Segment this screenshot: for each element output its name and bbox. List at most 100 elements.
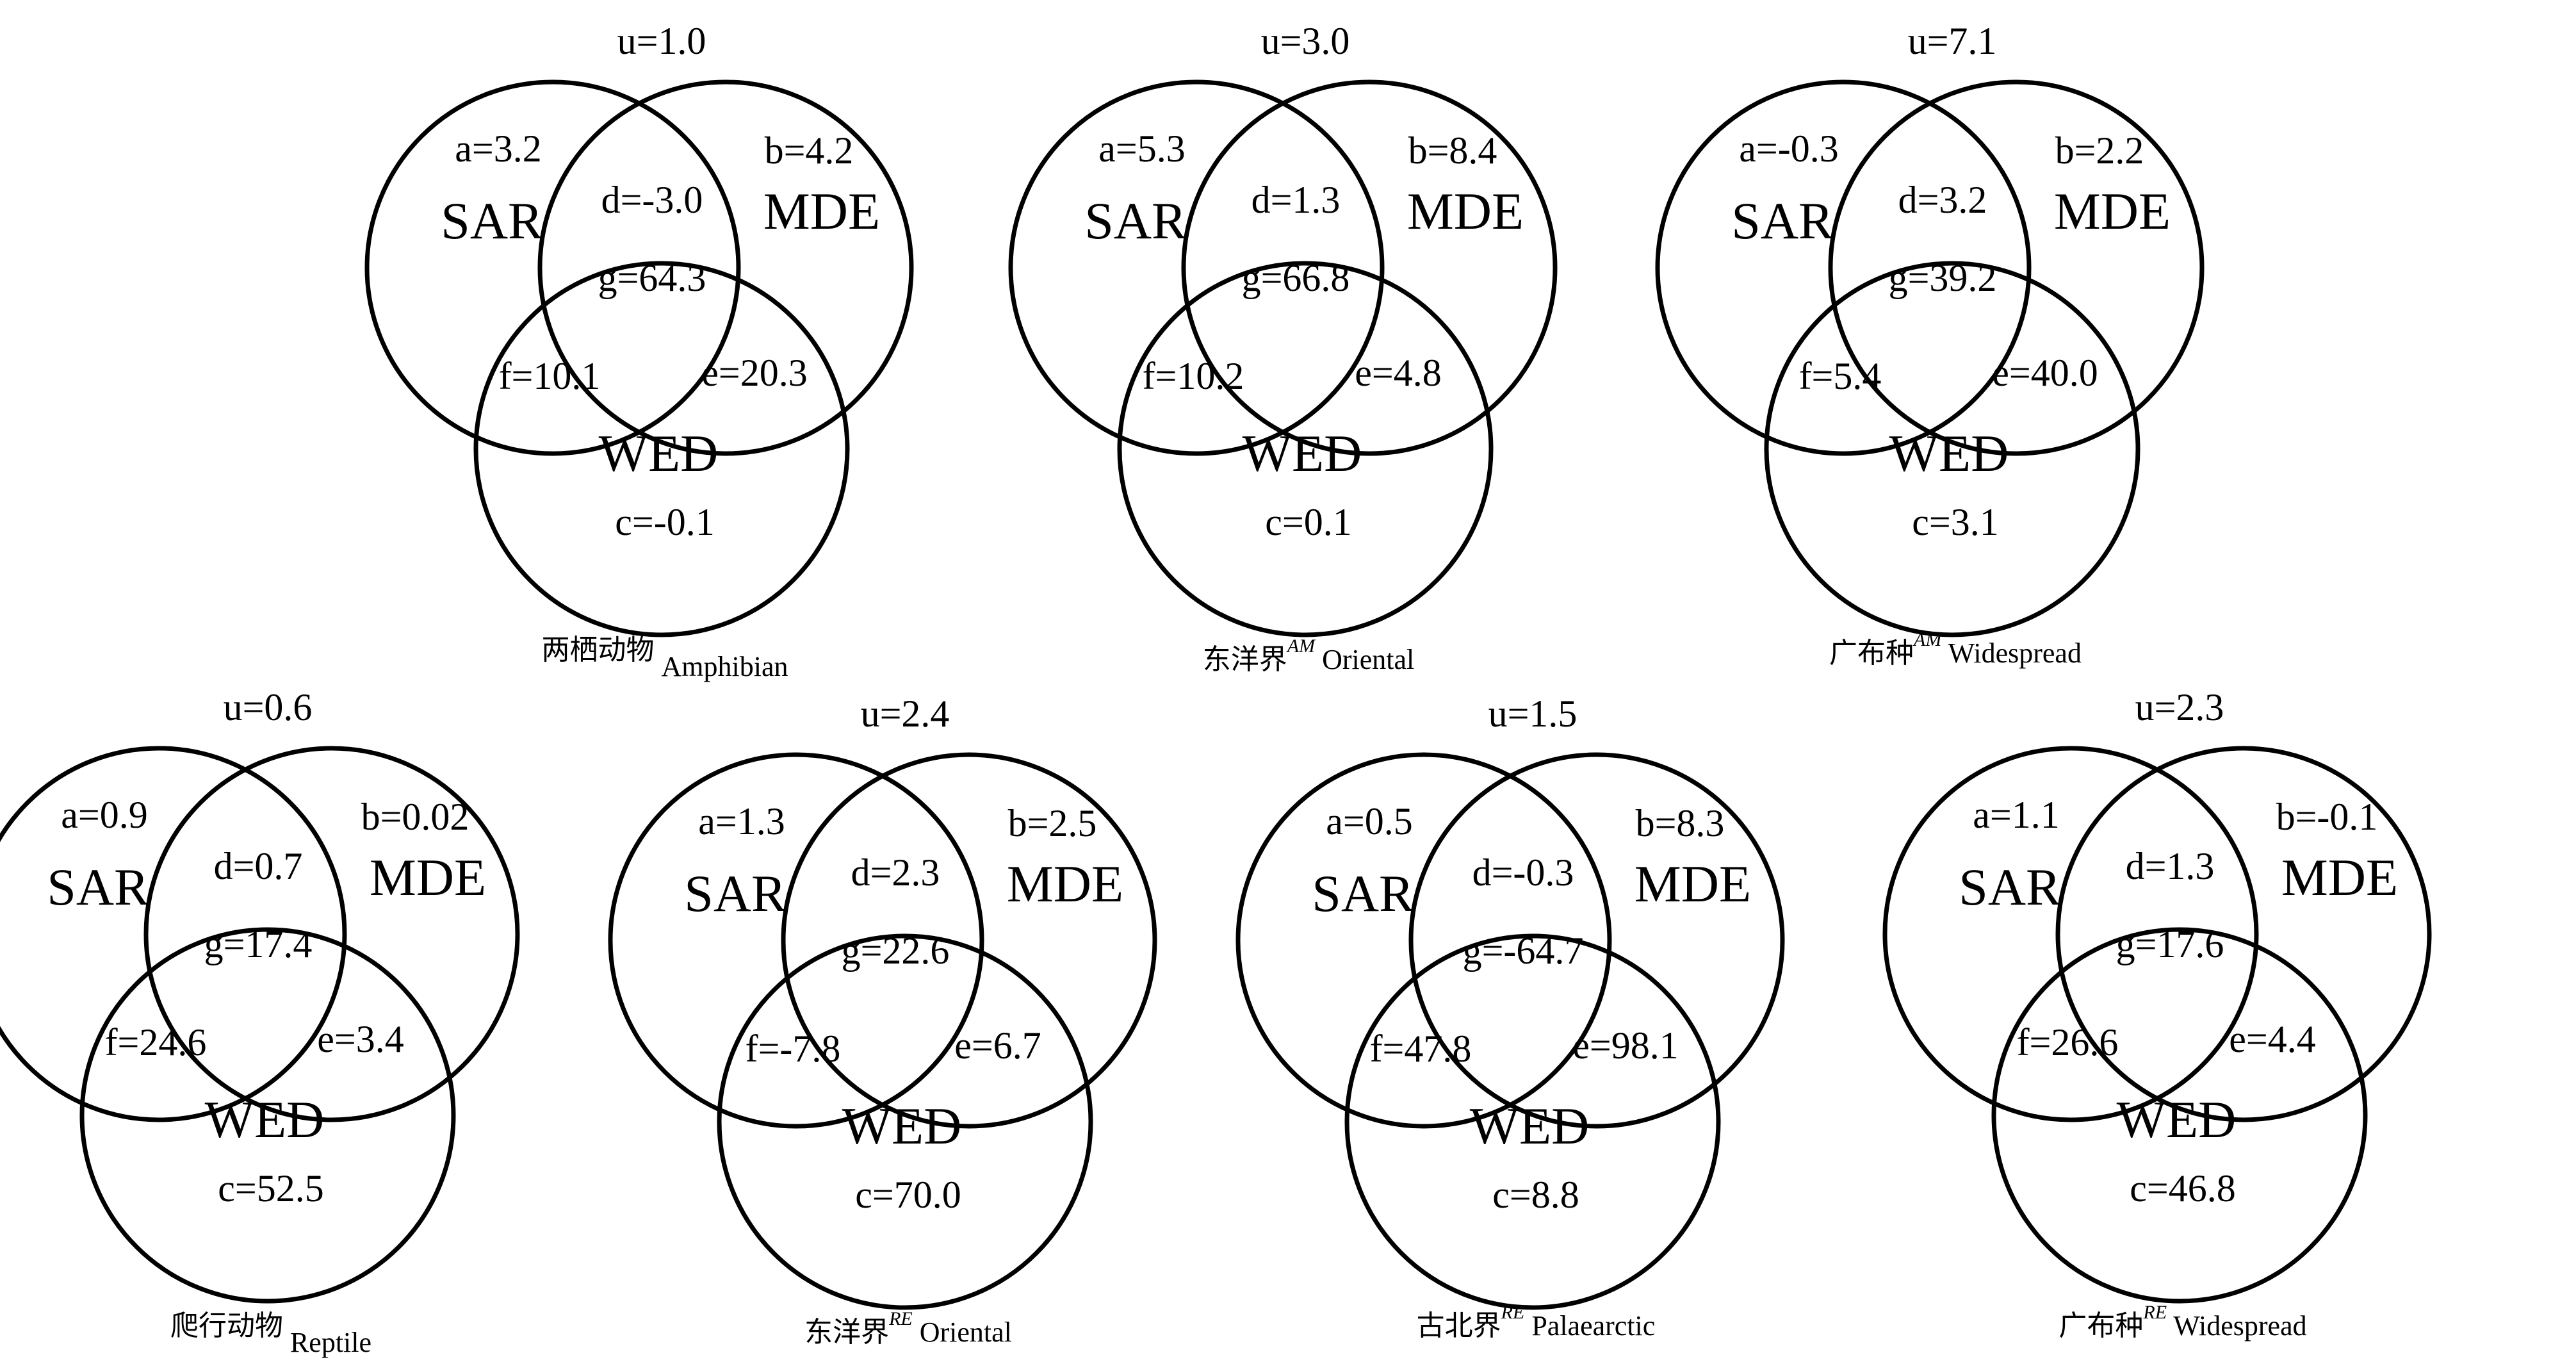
venn-b-label: b=2.2 [2055,129,2144,172]
caption-english: Oriental [920,1317,1012,1348]
venn-mde-label: MDE [763,182,880,240]
mde-circle [1181,79,1558,456]
venn-mde-label: MDE [2054,182,2171,240]
caption-english: Oriental [1322,644,1414,675]
mde-circle [1828,79,2205,456]
caption-superscript: RE [888,1308,913,1329]
venn-f-label: f=26.6 [2017,1021,2119,1063]
venn-a-label: a=0.5 [1326,800,1412,842]
panel-caption: 爬行动物 Reptile [170,1310,371,1358]
venn-d-label: d=1.3 [1251,179,1341,221]
caption-english: Palaearctic [1531,1310,1655,1341]
mde-circle [143,746,520,1122]
venn-e-label: e=40.0 [1992,352,2098,394]
venn-e-label: e=4.8 [1355,352,1441,394]
venn-sar-label: SAR [441,192,543,250]
wed-circle [1344,933,1721,1310]
caption-english: Amphibian [662,651,788,682]
venn-a-label: a=0.9 [61,794,147,836]
venn-wed-label: WED [2117,1090,2237,1149]
caption-english: Widespread [1948,637,2082,669]
venn-c-label: c=-0.1 [615,501,714,543]
venn-c-label: c=52.5 [218,1167,323,1210]
venn-f-label: f=5.4 [1799,355,1882,397]
sar-circle [1882,746,2259,1122]
venn-g-label: g=66.8 [1242,257,1350,299]
venn-u-label: u=1.5 [1488,693,1577,735]
panel-caption: 东洋界AM Oriental [1203,636,1415,675]
venn-b-label: b=8.4 [1408,129,1497,172]
venn-wed-label: WED [1243,424,1362,482]
venn-panel-widespread-re: u=2.3 a=1.1 b=-0.1 SAR MDE d=1.3 g=17.6 … [1882,686,2432,1341]
venn-panel-palaearctic-re: u=1.5 a=0.5 b=8.3 SAR MDE d=-0.3 g=-64.7… [1235,693,1785,1341]
wed-circle [1991,927,2368,1304]
venn-sar-label: SAR [1959,858,2061,916]
venn-f-label: f=24.6 [105,1021,207,1063]
caption-chinese: 广布种 [1829,637,1914,669]
venn-u-label: u=2.4 [861,693,950,735]
venn-g-label: g=22.6 [842,930,950,972]
caption-english: Reptile [290,1327,371,1358]
venn-wed-label: WED [842,1097,962,1155]
venn-b-label: b=4.2 [765,129,854,172]
venn-panel-amphibian: u=1.0 a=3.2 b=4.2 SAR MDE d=-3.0 g=64.3 … [364,20,914,682]
caption-superscript: RE [1501,1302,1525,1323]
venn-g-label: g=17.4 [204,923,313,965]
venn-d-label: d=2.3 [851,851,940,894]
venn-a-label: a=1.1 [1973,794,2059,836]
venn-c-label: c=0.1 [1265,501,1351,543]
panel-caption: 广布种RE Widespread [2058,1302,2306,1341]
caption-chinese: 古北界 [1417,1310,1501,1341]
venn-mde-label: MDE [1007,855,1123,913]
venn-wed-label: WED [205,1090,325,1149]
venn-d-label: d=1.3 [2126,845,2215,887]
mde-circle [2055,746,2432,1122]
venn-panel-oriental-re: u=2.4 a=1.3 b=2.5 SAR MDE d=2.3 g=22.6 f… [608,693,1157,1348]
venn-sar-label: SAR [47,858,149,916]
venn-mde-label: MDE [1634,855,1751,913]
venn-u-label: u=7.1 [1908,20,1997,62]
venn-f-label: f=10.2 [1143,355,1244,397]
venn-g-label: g=-64.7 [1463,930,1584,972]
venn-u-label: u=2.3 [2135,686,2224,728]
mde-circle [1408,752,1785,1129]
venn-d-label: d=3.2 [1898,179,1987,221]
venn-panel-reptile: u=0.6 a=0.9 b=0.02 SAR MDE d=0.7 g=17.4 … [0,686,520,1358]
venn-d-label: d=0.7 [214,845,303,887]
venn-sar-label: SAR [684,864,787,923]
venn-b-label: b=2.5 [1008,802,1097,844]
venn-sar-label: SAR [1084,192,1187,250]
wed-circle [79,927,456,1304]
venn-e-label: e=4.4 [2229,1018,2315,1060]
caption-chinese: 东洋界 [1203,644,1287,675]
venn-e-label: e=20.3 [701,352,807,394]
sar-circle [364,79,741,456]
sar-circle [1235,752,1612,1129]
panel-caption: 两栖动物 Amphibian [542,634,788,682]
venn-b-label: b=-0.1 [2276,796,2378,838]
venn-c-label: c=46.8 [2130,1167,2235,1210]
venn-f-label: f=10.1 [499,355,601,397]
venn-mde-label: MDE [2281,848,2398,907]
caption-superscript: RE [2142,1302,2167,1323]
caption-chinese: 爬行动物 [170,1310,283,1341]
venn-d-label: d=-0.3 [1472,851,1574,894]
venn-u-label: u=0.6 [224,686,313,728]
venn-a-label: a=-0.3 [1739,127,1838,170]
venn-c-label: c=3.1 [1912,501,1998,543]
venn-wed-label: WED [1470,1097,1590,1155]
mde-circle [537,79,914,456]
venn-wed-label: WED [1889,424,2009,482]
caption-superscript: AM [1912,629,1943,650]
venn-mde-label: MDE [1407,182,1524,240]
wed-circle [473,261,850,637]
wed-circle [717,933,1093,1310]
venn-mde-label: MDE [370,848,486,907]
mde-circle [781,752,1157,1129]
venn-b-label: b=0.02 [361,796,469,838]
venn-e-label: e=3.4 [317,1018,404,1060]
venn-u-label: u=1.0 [617,20,706,62]
caption-english: Widespread [2173,1310,2306,1341]
